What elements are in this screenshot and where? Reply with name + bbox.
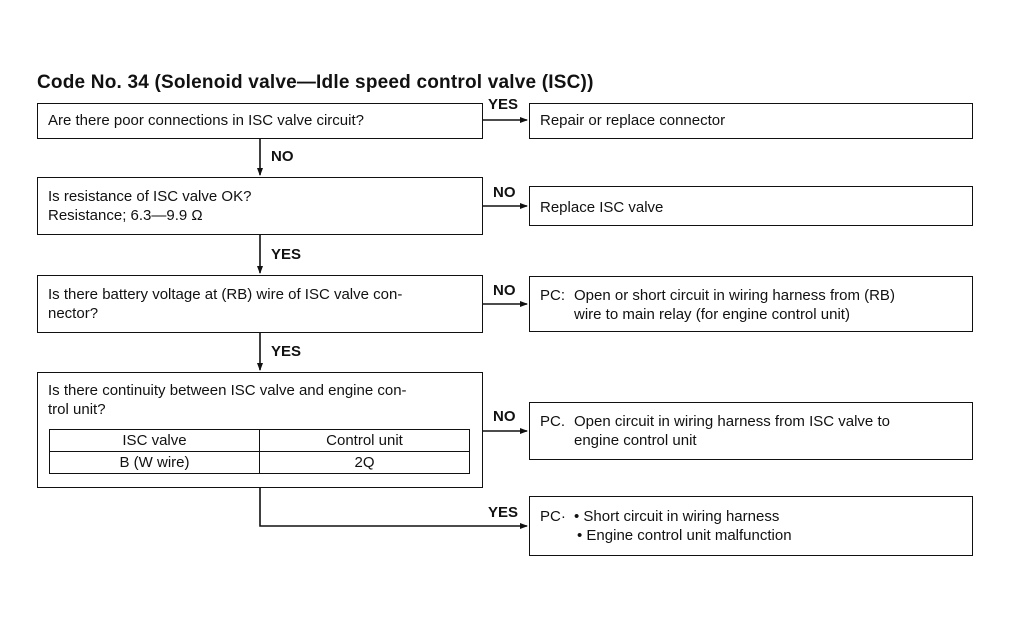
question-text-cont: nector? xyxy=(48,305,99,322)
pc-label: PC· xyxy=(540,508,566,525)
question-text: Is there continuity between ISC valve an… xyxy=(48,382,407,399)
result-bullet: • Engine control unit malfunction xyxy=(577,527,792,544)
table-cell: 2Q xyxy=(259,451,470,474)
label-q1-r1: YES xyxy=(488,96,519,113)
continuity-table: ISC valve Control unit B (W wire) 2Q xyxy=(49,429,470,474)
question-box-battery-voltage: Is there battery voltage at (RB) wire of… xyxy=(37,275,483,333)
result-text-cont: wire to main relay (for engine control u… xyxy=(574,306,850,323)
table-row: B (W wire) 2Q xyxy=(49,451,470,474)
pc-label: PC. xyxy=(540,413,566,430)
result-text: Open circuit in wiring harness from ISC … xyxy=(574,413,890,430)
table-header-cell: ISC valve xyxy=(49,429,260,452)
result-box-rb-wire-circuit: PC: Open or short circuit in wiring harne… xyxy=(529,276,973,332)
question-box-continuity: Is there continuity between ISC valve an… xyxy=(37,372,483,488)
table-header-cell: Control unit xyxy=(259,429,470,452)
question-box-connections: Are there poor connections in ISC valve … xyxy=(37,103,483,139)
table-cell: B (W wire) xyxy=(49,451,260,474)
question-box-resistance: Is resistance of ISC valve OK? Resistanc… xyxy=(37,177,483,235)
label-q4-r5: YES xyxy=(488,504,519,521)
result-text: Replace ISC valve xyxy=(540,199,664,216)
question-spec: Resistance; 6.3—9.9 Ω xyxy=(48,207,203,224)
question-text: Is resistance of ISC valve OK? xyxy=(48,188,252,205)
arrow-q4-r5 xyxy=(259,488,528,529)
table-header-row: ISC valve Control unit xyxy=(49,429,470,452)
result-box-replace-valve: Replace ISC valve xyxy=(529,186,973,226)
result-box-repair-connector: Repair or replace connector xyxy=(529,103,973,139)
result-text: Repair or replace connector xyxy=(540,112,726,129)
label-q2-q3: YES xyxy=(271,246,302,263)
label-q4-r4: NO xyxy=(493,408,516,425)
question-text: Is there battery voltage at (RB) wire of… xyxy=(48,286,403,303)
pc-label: PC: xyxy=(540,287,566,304)
result-bullet: • Short circuit in wiring harness xyxy=(574,508,780,525)
label-q3-q4: YES xyxy=(271,343,302,360)
page-title: Code No. 34 (Solenoid valve—Idle speed c… xyxy=(37,72,594,93)
result-text-cont: engine control unit xyxy=(574,432,697,449)
label-q1-q2: NO xyxy=(271,148,294,165)
label-q2-r2: NO xyxy=(493,184,516,201)
label-q3-r3: NO xyxy=(493,282,516,299)
question-text: Are there poor connections in ISC valve … xyxy=(48,112,364,129)
result-text: Open or short circuit in wiring harness … xyxy=(574,287,895,304)
result-box-short-circuit: PC· • Short circuit in wiring harness • E… xyxy=(529,496,973,556)
result-box-open-circuit: PC. Open circuit in wiring harness from I… xyxy=(529,402,973,460)
question-text-cont: trol unit? xyxy=(48,401,106,418)
